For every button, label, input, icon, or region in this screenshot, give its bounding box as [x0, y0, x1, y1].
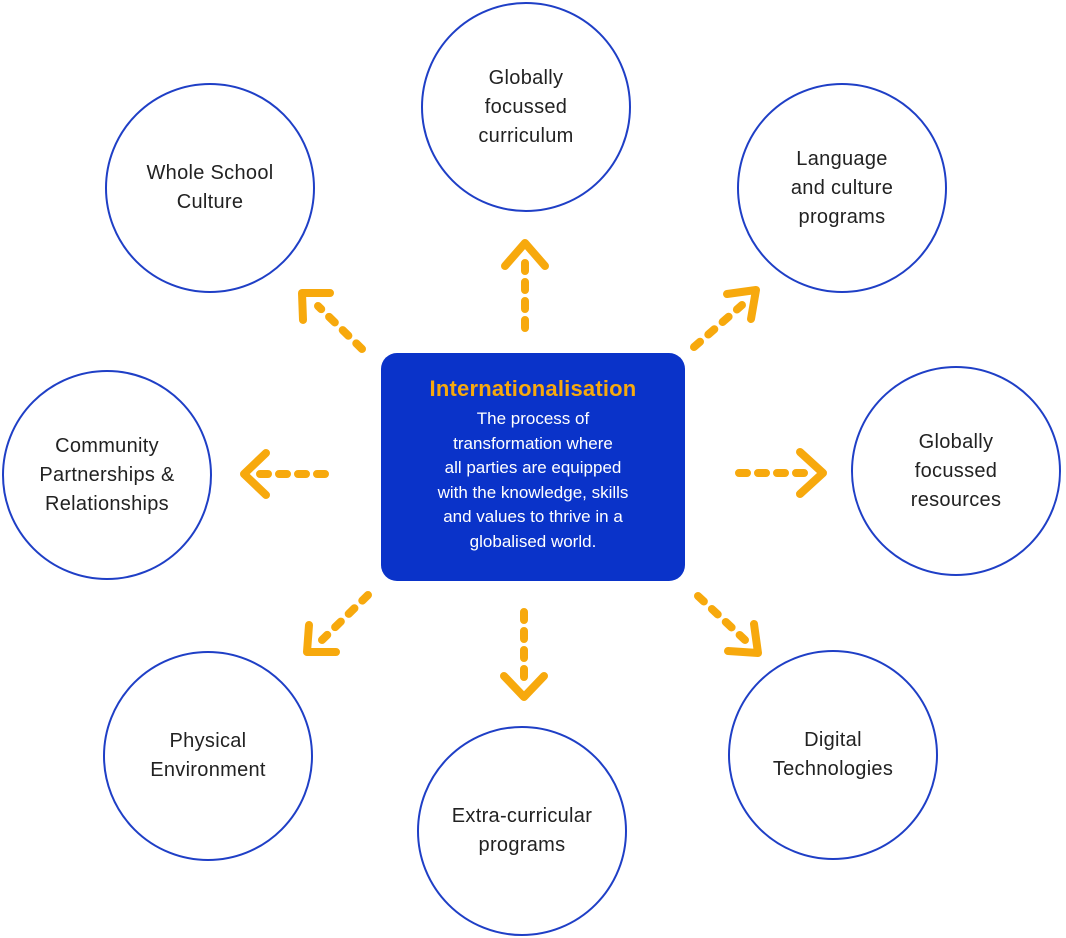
node-label: Language and culture programs: [790, 147, 894, 228]
node-digital-technologies: Digital Technologies: [728, 650, 938, 860]
node-community-partnerships: Community Partnerships & Relationships: [2, 370, 212, 580]
node-globally-focussed-curriculum: Globally focussed curriculum: [421, 2, 631, 212]
arrow-to-whole-school: [298, 289, 366, 353]
node-physical-environment: Physical Environment: [103, 651, 313, 861]
node-label: Digital Technologies: [772, 729, 894, 780]
arrow-to-curriculum: [501, 239, 549, 332]
arrow-to-physical: [303, 591, 372, 656]
node-label: Extra-curricular programs: [451, 805, 593, 856]
node-globally-focussed-resources: Globally focussed resources: [851, 366, 1061, 576]
center-description: The process of transformation where all …: [437, 409, 629, 551]
node-language-and-culture-programs: Language and culture programs: [737, 83, 947, 293]
node-whole-school-culture: Whole School Culture: [105, 83, 315, 293]
center-box: Internationalisation The process of tran…: [381, 353, 685, 581]
node-label: Whole School Culture: [146, 162, 274, 213]
node-label: Physical Environment: [150, 730, 266, 781]
arrow-to-resources: [735, 448, 827, 498]
node-label: Globally focussed resources: [910, 430, 1002, 511]
node-label: Community Partnerships & Relationships: [39, 434, 175, 515]
arrow-to-community: [240, 449, 329, 499]
node-extra-curricular-programs: Extra-curricular programs: [417, 726, 627, 936]
center-title: Internationalisation: [429, 376, 637, 401]
node-label: Globally focussed curriculum: [478, 66, 574, 147]
arrow-to-digital: [694, 592, 762, 657]
arrow-to-extracurricular: [500, 608, 548, 701]
arrow-to-language: [690, 286, 760, 351]
